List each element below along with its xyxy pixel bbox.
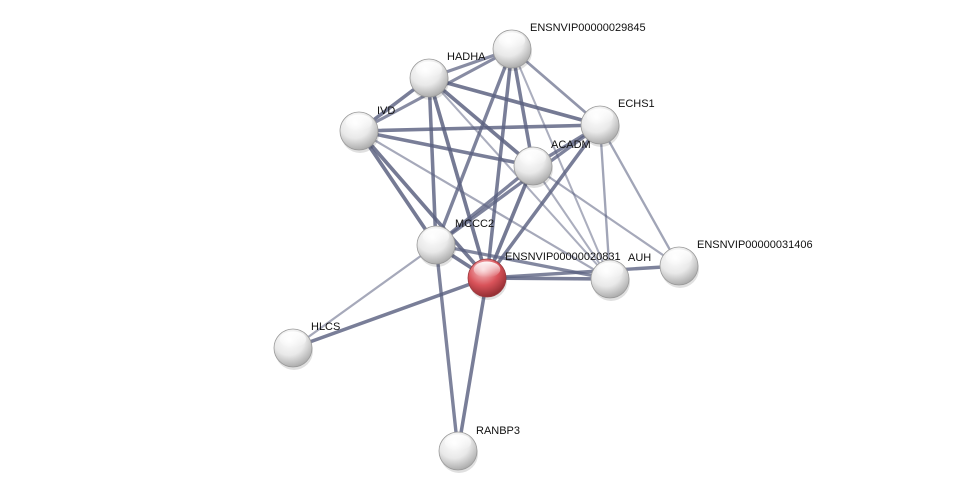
edge-ensnvip00000020831-ensnvip00000031406 [485,264,681,280]
node-label-echs1: ECHS1 [618,98,655,110]
edge-ensnvip00000020831-hlcs [291,276,489,350]
node-highlight [498,32,526,49]
edge-mccc2-ranbp3 [434,243,460,453]
edge-acadm-hadha [427,76,535,168]
node-highlight [665,249,693,266]
node-label-hlcs: HLCS [311,321,340,333]
node-label-hadha: HADHA [447,51,486,63]
node-label-ranbp3: RANBP3 [476,425,520,437]
node-auh[interactable]: AUH [590,252,651,301]
edge-echs1-auh [598,123,612,281]
node-ensnvip00000029845[interactable]: ENSNVIP00000029845 [492,22,646,71]
edge-ivd-auh [357,129,612,281]
node-hadha[interactable]: HADHA [409,51,486,100]
node-highlight [586,108,614,125]
edge-mccc2-hlcs [291,243,438,350]
node-highlight [473,261,501,278]
edge-acadm-auh [531,164,612,281]
node-highlight [415,61,443,78]
node-highlight [596,262,624,279]
edge-mccc2-ensnvip00000029845 [434,47,514,247]
node-highlight [444,434,472,451]
edge-ensnvip00000020831-ensnvip00000029845 [485,47,514,280]
node-label-ensnvip00000031406: ENSNVIP00000031406 [697,239,813,251]
edge-echs1-ivd [357,123,602,133]
node-label-ensnvip00000029845: ENSNVIP00000029845 [530,22,646,34]
node-label-auh: AUH [628,252,651,264]
node-highlight [422,228,450,245]
node-hlcs[interactable]: HLCS [273,321,340,370]
node-mccc2[interactable]: MCCC2 [416,218,494,267]
edge-mccc2-echs1 [434,123,602,247]
edge-mccc2-ivd [357,129,438,247]
edge-ensnvip00000020831-ranbp3 [456,276,489,453]
node-label-ensnvip00000020831: ENSNVIP00000020831 [505,251,621,263]
node-ensnvip00000020831[interactable]: ENSNVIP00000020831 [467,251,621,300]
edge-acadm-ensnvip00000029845 [510,47,535,168]
node-highlight [345,114,373,131]
node-label-ivd: IVD [377,105,395,117]
edge-ensnvip00000020831-echs1 [485,123,602,280]
node-echs1[interactable]: ECHS1 [580,98,655,147]
node-ivd[interactable]: IVD [339,105,395,153]
node-label-acadm: ACADM [551,139,591,151]
edge-echs1-ensnvip00000031406 [598,123,681,268]
node-label-mccc2: MCCC2 [455,218,494,230]
edge-mccc2-auh [434,243,612,281]
edge-ensnvip00000029845-auh [510,47,612,281]
edge-mccc2-hadha [427,76,438,247]
edge-echs1-hadha [427,76,602,127]
node-highlight [279,331,307,348]
edge-ensnvip00000020831-hadha [427,76,489,280]
node-ensnvip00000031406[interactable]: ENSNVIP00000031406 [659,239,813,288]
edge-ensnvip00000020831-ivd [357,129,489,280]
node-ranbp3[interactable]: RANBP3 [438,425,520,473]
node-highlight [519,149,547,166]
node-acadm[interactable]: ACADM [513,139,591,188]
